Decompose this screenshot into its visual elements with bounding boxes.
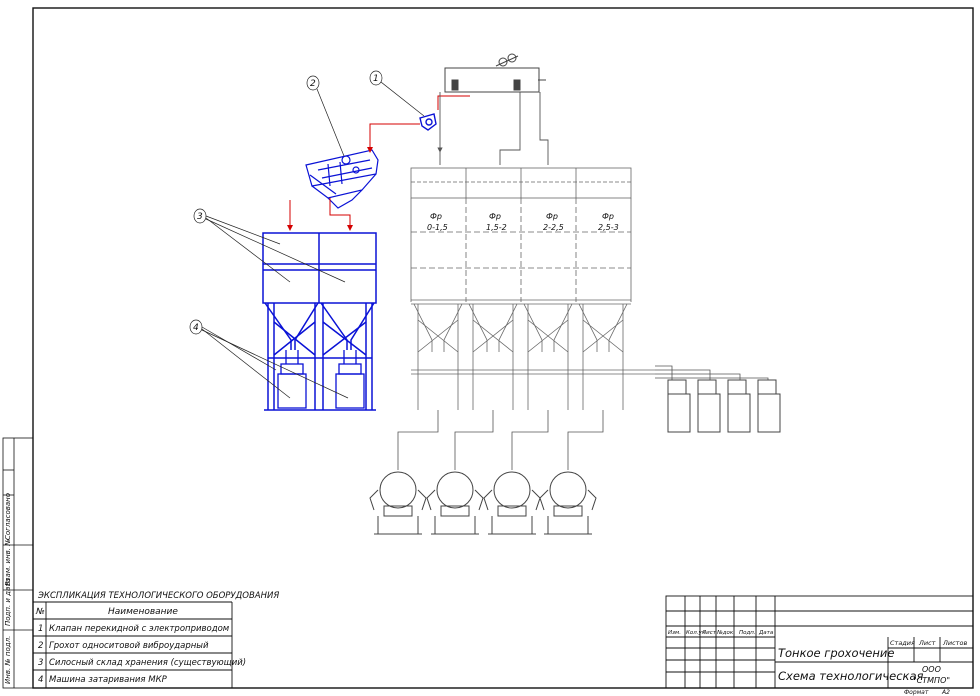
tb-header-date: Дата (758, 630, 774, 636)
fraction-4-label: Фр (602, 212, 614, 221)
packer-pipes (655, 365, 769, 380)
tb-org-line2: "СТМПО" (913, 676, 950, 685)
tb-format-value: А2 (941, 689, 950, 696)
big-bag-machine-1 (369, 471, 427, 535)
explication-col-name: Наименование (108, 607, 178, 617)
side-stamp (2, 437, 34, 689)
title-block (665, 595, 974, 689)
fraction-3-label: Фр (546, 212, 558, 221)
callout-leaders (189, 70, 425, 399)
stamp-agreed: Согласовано (4, 493, 12, 540)
tb-header-sheet: Лист (701, 630, 717, 636)
explication-col-num: № (35, 607, 45, 617)
feed-lines (287, 95, 470, 231)
small-packers (667, 379, 781, 433)
tb-header-doc: №док. (716, 630, 735, 636)
big-bag-machine-3 (483, 471, 541, 535)
fraction-3-range: 2-2,5 (543, 223, 564, 232)
tb-header-count: Кол.уч (686, 630, 706, 636)
tb-drawing-title: Схема технологическая (778, 669, 924, 683)
stamp-sign-date: Подп. и дата (4, 578, 12, 626)
callout-2: 2 (310, 79, 316, 89)
drawing-frame (32, 7, 974, 689)
explication-row-4-name: Машина затаривания МКР (49, 675, 168, 685)
tb-project-title: Тонкое грохочение (778, 646, 894, 660)
fraction-2-range: 1,5-2 (486, 223, 507, 232)
diverter-valve (419, 113, 437, 131)
tb-stage-label: Стадия (890, 639, 915, 647)
callout-3: 3 (197, 212, 203, 222)
stamp-inv-number: Инв. № подл. (4, 636, 12, 684)
tb-sheets-label: Листов (942, 639, 967, 647)
tb-sheet-label: Лист (918, 639, 936, 647)
fraction-2-label: Фр (489, 212, 501, 221)
explication-row-4-num: 4 (38, 675, 43, 685)
conveyor-outlets (437, 92, 549, 165)
explication-table (33, 601, 233, 688)
bagging-machine-left (277, 350, 307, 409)
explication-row-1-num: 1 (38, 624, 43, 634)
tb-header-change: Изм. (668, 630, 681, 636)
fraction-1-range: 0-1,5 (427, 223, 448, 232)
discharge-lines (397, 410, 604, 470)
explication-title: ЭКСПЛИКАЦИЯ ТЕХНОЛОГИЧЕСКОГО ОБОРУДОВАНИ… (37, 591, 279, 601)
explication-row-2-num: 2 (38, 641, 43, 651)
fraction-4-range: 2,5-3 (598, 223, 619, 232)
vibrating-screen (305, 149, 379, 209)
explication-row-2-name: Грохот односитовой виброударный (49, 641, 209, 651)
tb-format-label: Формат (904, 689, 929, 696)
tb-header-sign: Подп. (739, 630, 756, 636)
big-bag-machine-4 (539, 471, 597, 535)
silo-store (262, 232, 377, 411)
explication-row-3-name: Силосный склад хранения (существующий) (49, 658, 246, 668)
callout-1: 1 (373, 74, 379, 84)
silo-battery (410, 167, 655, 410)
tb-org-line1: ООО (922, 665, 941, 674)
stamp-replace-inv: Взам. инв. № (4, 538, 12, 586)
top-conveyor (444, 53, 546, 93)
explication-row-3-num: 3 (38, 658, 43, 668)
callout-4: 4 (193, 323, 199, 333)
big-bag-machine-2 (426, 471, 484, 535)
bagging-machine-right (335, 350, 365, 409)
explication-row-1-name: Клапан перекидной с электроприводом (49, 624, 230, 634)
fraction-1-label: Фр (430, 212, 442, 221)
